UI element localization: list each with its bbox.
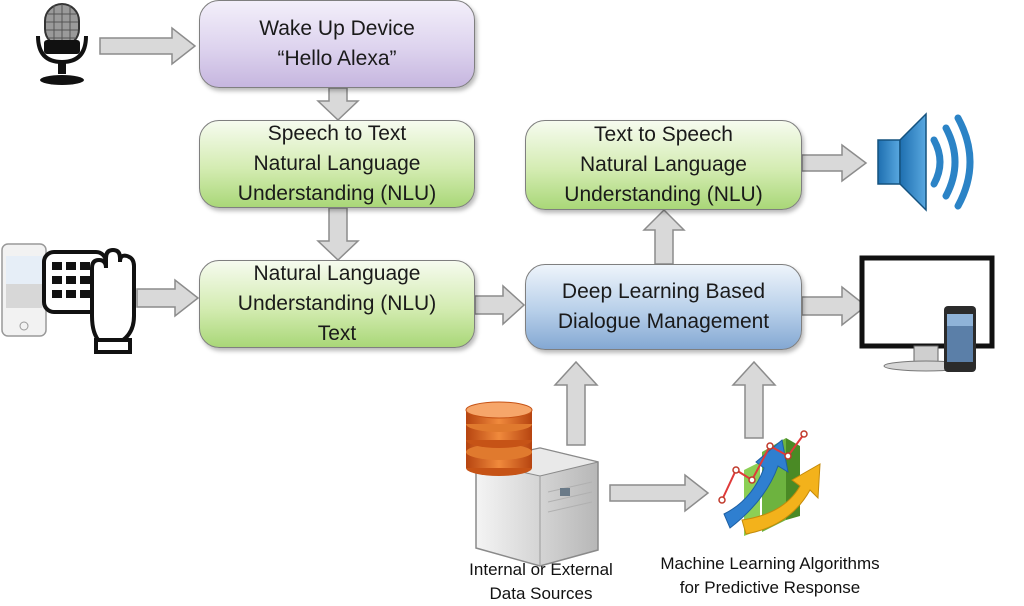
tts-line-1: Text to Speech bbox=[594, 123, 733, 146]
data-sources-line-1: Internal or External bbox=[469, 560, 613, 579]
speech-to-text-box: Speech to Text Natural Language Understa… bbox=[199, 120, 475, 208]
wake-up-device-box: Wake Up Device “Hello Alexa” bbox=[199, 0, 475, 88]
tts-line-2: Natural Language bbox=[580, 153, 747, 176]
ml-line-1: Machine Learning Algorithms bbox=[660, 554, 880, 573]
arrow-dialogue-to-tts bbox=[642, 208, 686, 265]
arrow-dialogue-to-monitor bbox=[801, 285, 868, 327]
data-sources-caption: Internal or External Data Sources bbox=[450, 558, 632, 606]
text-to-speech-box: Text to Speech Natural Language Understa… bbox=[525, 120, 802, 210]
arrow-keyboard-to-nlu bbox=[136, 278, 200, 318]
nlu-text-box: Natural Language Understanding (NLU) Tex… bbox=[199, 260, 475, 348]
wake-line-1: Wake Up Device bbox=[259, 17, 415, 40]
dialogue-line-2: Dialogue Management bbox=[557, 310, 770, 333]
stt-line-2: Natural Language bbox=[253, 152, 421, 175]
nlu-line-1: Natural Language bbox=[253, 262, 421, 285]
arrow-nlu-to-dialogue bbox=[474, 284, 526, 326]
nlu-line-2: Understanding (NLU) bbox=[237, 292, 437, 315]
arrow-wake-to-stt bbox=[316, 87, 360, 122]
ml-caption: Machine Learning Algorithms for Predicti… bbox=[650, 552, 890, 600]
dialogue-line-1: Deep Learning Based bbox=[561, 280, 766, 303]
phone-keyboard-hand-icon bbox=[1, 243, 136, 354]
nlu-line-3: Text bbox=[317, 322, 357, 345]
arrow-mic-to-wake bbox=[99, 26, 197, 66]
arrow-data-to-dialogue bbox=[553, 360, 599, 446]
arrow-tts-to-speaker bbox=[801, 143, 868, 183]
wake-line-2: “Hello Alexa” bbox=[277, 47, 397, 70]
microphone-icon bbox=[36, 3, 88, 85]
monitor-phone-icon bbox=[859, 255, 995, 372]
ml-line-2: for Predictive Response bbox=[679, 578, 861, 597]
data-sources-line-2: Data Sources bbox=[489, 584, 593, 603]
growth-chart-icon bbox=[718, 430, 821, 536]
arrow-stt-to-nlu bbox=[316, 207, 360, 262]
database-server-icon bbox=[465, 401, 599, 567]
tts-line-3: Understanding (NLU) bbox=[564, 183, 763, 206]
arrow-ml-to-dialogue bbox=[731, 360, 777, 439]
dialogue-management-box: Deep Learning Based Dialogue Management bbox=[525, 264, 802, 350]
stt-line-1: Speech to Text bbox=[267, 122, 407, 145]
speaker-icon bbox=[877, 112, 974, 212]
arrow-data-to-ml bbox=[609, 473, 710, 513]
stt-line-3: Understanding (NLU) bbox=[237, 182, 437, 205]
